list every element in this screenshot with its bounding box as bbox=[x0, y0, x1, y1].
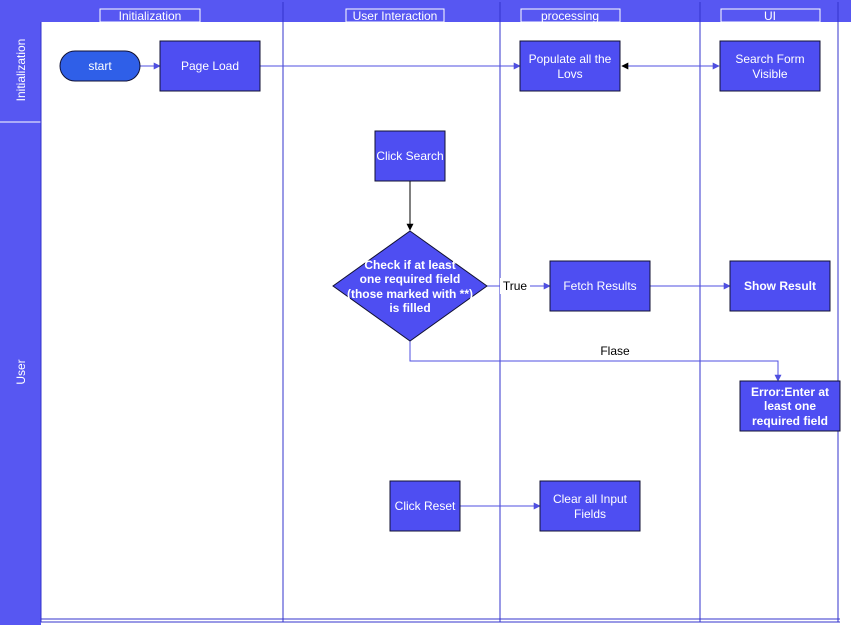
click-search-node bbox=[374, 130, 446, 182]
show-result-label: Show Result bbox=[744, 279, 816, 293]
column-tab-ui bbox=[720, 8, 821, 23]
column-header-processing: processing bbox=[541, 9, 599, 23]
fetch-results-label: Fetch Results bbox=[563, 279, 636, 293]
clear-fields-label-1: Clear all Input bbox=[553, 492, 628, 506]
column-tab-processing bbox=[520, 8, 621, 23]
clear-fields-label-2: Fields bbox=[574, 507, 606, 521]
edge-label-false: Flase bbox=[600, 344, 630, 358]
search-form-label-2: Visible bbox=[752, 67, 787, 81]
click-reset-label: Click Reset bbox=[395, 499, 456, 513]
edge-check-to-error bbox=[409, 340, 782, 382]
check-label-4: is filled bbox=[389, 301, 430, 315]
page-load-node bbox=[159, 40, 261, 92]
row-header-bar bbox=[0, 0, 41, 625]
page-load-label: Page Load bbox=[181, 59, 239, 73]
check-required-decision bbox=[332, 230, 488, 342]
true-label-bg bbox=[500, 278, 530, 294]
error-label-2: least one bbox=[764, 399, 816, 413]
column-header-user-interaction: User Interaction bbox=[353, 9, 438, 23]
populate-lovs-node bbox=[519, 40, 621, 92]
start-node bbox=[59, 50, 141, 82]
fetch-results-node bbox=[549, 260, 651, 312]
false-label-bg bbox=[598, 343, 632, 359]
row-header-user: User bbox=[14, 359, 28, 384]
error-label-3: required field bbox=[752, 414, 828, 428]
click-reset-node bbox=[389, 480, 461, 532]
click-search-label: Click Search bbox=[376, 149, 443, 163]
error-label-1: Error:Enter at bbox=[751, 385, 829, 399]
start-label: start bbox=[88, 59, 112, 73]
clear-fields-node bbox=[539, 480, 641, 532]
check-label-3: (those marked with **) bbox=[347, 287, 473, 301]
check-label-2: one required field bbox=[360, 272, 461, 286]
column-tab-user-interaction bbox=[345, 8, 445, 23]
show-result-node bbox=[729, 260, 831, 312]
column-tab-initialization bbox=[99, 8, 201, 23]
column-header-ui: UI bbox=[764, 9, 776, 23]
populate-lovs-label-2: Lovs bbox=[557, 67, 582, 81]
populate-lovs-label-1: Populate all the bbox=[529, 52, 612, 66]
search-form-label-1: Search Form bbox=[735, 52, 804, 66]
row-header-initialization: Initialization bbox=[14, 39, 28, 102]
column-header-initialization: Initialization bbox=[119, 9, 182, 23]
edge-label-true: True bbox=[503, 279, 528, 293]
error-node bbox=[739, 380, 841, 432]
search-form-node bbox=[719, 40, 821, 92]
check-label-1: Check if at least bbox=[364, 258, 455, 272]
